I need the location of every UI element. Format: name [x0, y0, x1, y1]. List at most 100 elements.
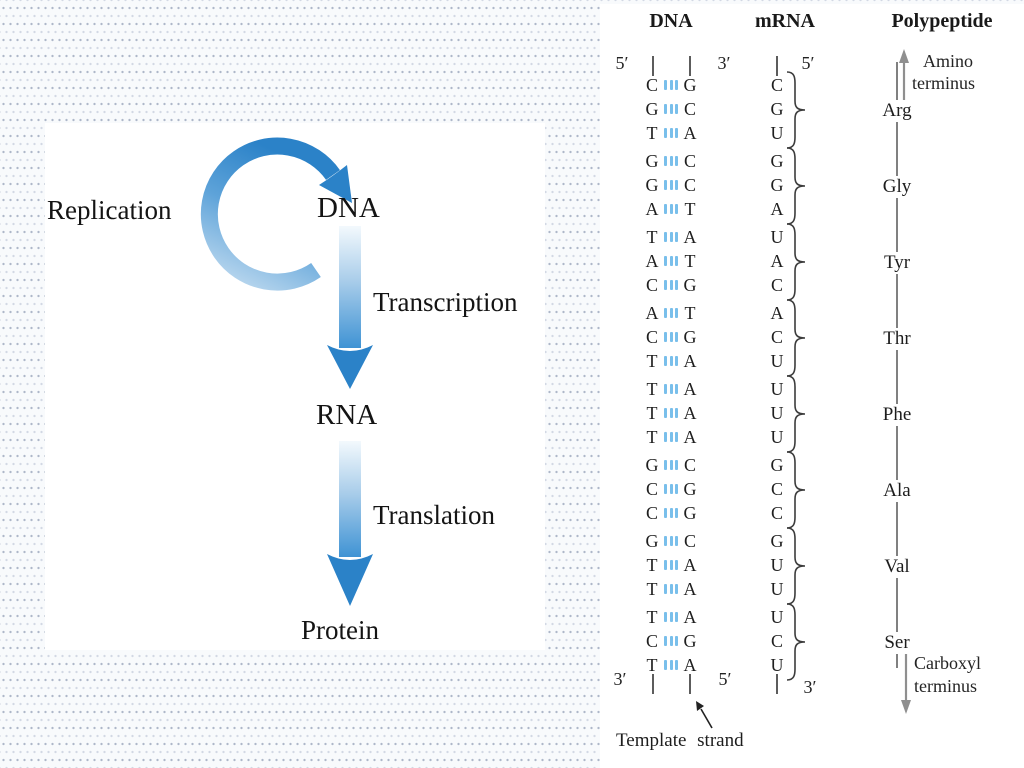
bond-bar	[669, 584, 673, 594]
mrna-base: G	[770, 531, 784, 551]
template-strand-base: C	[683, 531, 696, 551]
coding-strand-base: C	[645, 327, 658, 347]
amino-acid-label: Arg	[862, 100, 932, 122]
bond-bar	[675, 280, 678, 290]
bond-bar	[675, 484, 678, 494]
amino-acid-label: Thr	[862, 328, 932, 350]
hydrogen-bond-icon	[660, 477, 682, 501]
bond-bar	[675, 560, 678, 570]
polypeptide-column-header: Polypeptide	[891, 10, 993, 32]
hydrogen-bond-icon	[660, 173, 682, 197]
rna-label: RNA	[316, 399, 378, 431]
hydrogen-bond-icon	[660, 249, 682, 273]
template-strand-base: A	[683, 555, 697, 575]
bond-bar	[669, 156, 673, 166]
bond-bar	[664, 332, 667, 342]
codon-brace-icon	[786, 147, 806, 225]
hydrogen-bond-icon	[660, 629, 682, 653]
hydrogen-bond-icon	[660, 453, 682, 477]
bond-bar	[669, 80, 673, 90]
bond-bar	[669, 432, 673, 442]
bond-bar	[675, 204, 678, 214]
template-strand-base: T	[684, 251, 696, 271]
coding-strand-base: T	[646, 427, 658, 447]
bond-bar	[669, 536, 673, 546]
coding-strand-base: T	[646, 403, 658, 423]
translation-arrowhead-icon	[327, 554, 373, 606]
amino-terminus-line2: terminus	[912, 73, 975, 93]
dna-bottom-5prime-label: 5′	[718, 669, 732, 689]
template-strand-base: C	[683, 175, 696, 195]
bond-bar	[669, 332, 673, 342]
hydrogen-bond-icon	[660, 653, 682, 677]
bond-bar	[675, 408, 678, 418]
mrna-base: U	[770, 427, 784, 447]
mrna-base: U	[770, 123, 784, 143]
coding-strand-base: G	[645, 99, 659, 119]
bond-bar	[675, 432, 678, 442]
bond-bar	[675, 180, 678, 190]
bond-bar	[664, 256, 667, 266]
amino-acid-label: Phe	[862, 404, 932, 426]
template-strand-base: A	[683, 403, 697, 423]
dna-column-header: DNA	[649, 10, 693, 32]
hydrogen-bond-icon	[660, 349, 682, 373]
bond-bar	[664, 460, 667, 470]
bond-bar	[669, 384, 673, 394]
coding-strand-base: T	[646, 123, 658, 143]
template-strand-base: G	[683, 75, 697, 95]
bond-bar	[669, 128, 673, 138]
bond-bar	[675, 356, 678, 366]
codon-brace-icon	[786, 451, 806, 529]
template-strand-base: C	[683, 99, 696, 119]
carboxyl-terminus-arrowhead-icon	[901, 700, 911, 714]
mrna-base: G	[770, 151, 784, 171]
hydrogen-bond-icon	[660, 401, 682, 425]
hydrogen-bond-icon	[660, 301, 682, 325]
template-strand-base: A	[683, 379, 697, 399]
bond-bar	[675, 660, 678, 670]
protein-label: Protein	[301, 615, 379, 645]
bond-bar	[669, 636, 673, 646]
template-strand-base: A	[683, 427, 697, 447]
bond-bar	[664, 180, 667, 190]
template-strand-base: A	[683, 351, 697, 371]
amino-acid-label: Ala	[862, 480, 932, 502]
bond-bar	[664, 156, 667, 166]
amino-acid-label: Gly	[862, 176, 932, 198]
template-strand-base: G	[683, 327, 697, 347]
dna-top-3prime-label: 3′	[717, 53, 731, 73]
coding-strand-base: G	[645, 455, 659, 475]
mrna-base: A	[770, 199, 784, 219]
bond-bar	[669, 204, 673, 214]
hydrogen-bond-icon	[660, 377, 682, 401]
carboxyl-terminus-line2: terminus	[914, 676, 977, 696]
mrna-base: C	[770, 503, 783, 523]
bond-bar	[675, 80, 678, 90]
coding-strand-base: C	[645, 479, 658, 499]
bond-bar	[664, 280, 667, 290]
mrna-base: C	[770, 479, 783, 499]
coding-strand-base: G	[645, 175, 659, 195]
bond-bar	[664, 232, 667, 242]
coding-strand-base: C	[645, 503, 658, 523]
amino-acid-label: Val	[862, 556, 932, 578]
hydrogen-bond-icon	[660, 529, 682, 553]
bond-bar	[669, 460, 673, 470]
coding-strand-base: T	[646, 555, 658, 575]
bond-bar	[675, 232, 678, 242]
coding-strand-base: T	[646, 227, 658, 247]
amino-terminus-arrowhead-icon	[899, 49, 909, 63]
amino-acid-label: Ser	[862, 632, 932, 654]
